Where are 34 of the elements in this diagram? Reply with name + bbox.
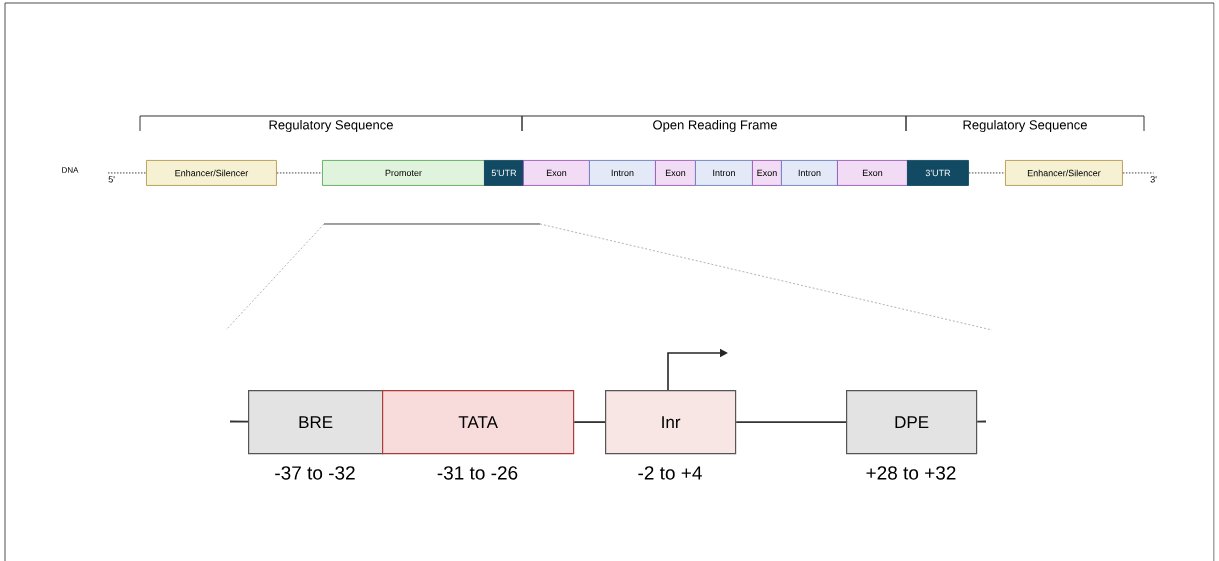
- connector: [976, 420, 987, 423]
- exon-box: Exon: [752, 160, 782, 186]
- exon-box: Exon: [655, 160, 696, 186]
- connector: [968, 172, 1006, 174]
- connector: [276, 172, 323, 174]
- connector: [229, 420, 249, 423]
- end-label: 3': [1150, 176, 1157, 183]
- utr-box: 5'UTR: [484, 160, 524, 186]
- connector: [573, 421, 606, 423]
- intron-box: Intron: [781, 160, 838, 186]
- bracket-label: Regulatory Sequence: [269, 119, 393, 133]
- range-label: +28 to +32: [866, 466, 956, 480]
- connector: [107, 172, 147, 174]
- exon-box: Exon: [837, 160, 908, 186]
- intron-box: Intron: [589, 160, 656, 186]
- element-box: BRE: [248, 389, 384, 455]
- intron-box: Intron: [695, 160, 753, 186]
- connector: [1122, 172, 1155, 174]
- enhancer-box: Enhancer/Silencer: [146, 160, 277, 186]
- bracket-label: Regulatory Sequence: [963, 119, 1087, 133]
- end-label: 5': [108, 176, 115, 183]
- connector: [735, 421, 847, 423]
- range-label: -37 to -32: [275, 466, 355, 480]
- element-box: Inr: [605, 389, 737, 455]
- bracket-label: Open Reading Frame: [653, 119, 777, 133]
- element-box: DPE: [846, 389, 978, 455]
- utr-box: 3'UTR: [907, 160, 969, 186]
- range-label: -2 to +4: [638, 466, 702, 480]
- exon-box: Exon: [523, 160, 590, 186]
- range-label: -31 to -26: [437, 466, 518, 480]
- element-box: TATA: [382, 389, 575, 455]
- strand-label: DNA: [62, 167, 79, 173]
- promoter-box: Promoter: [322, 160, 485, 186]
- enhancer-box: Enhancer/Silencer: [1005, 160, 1123, 186]
